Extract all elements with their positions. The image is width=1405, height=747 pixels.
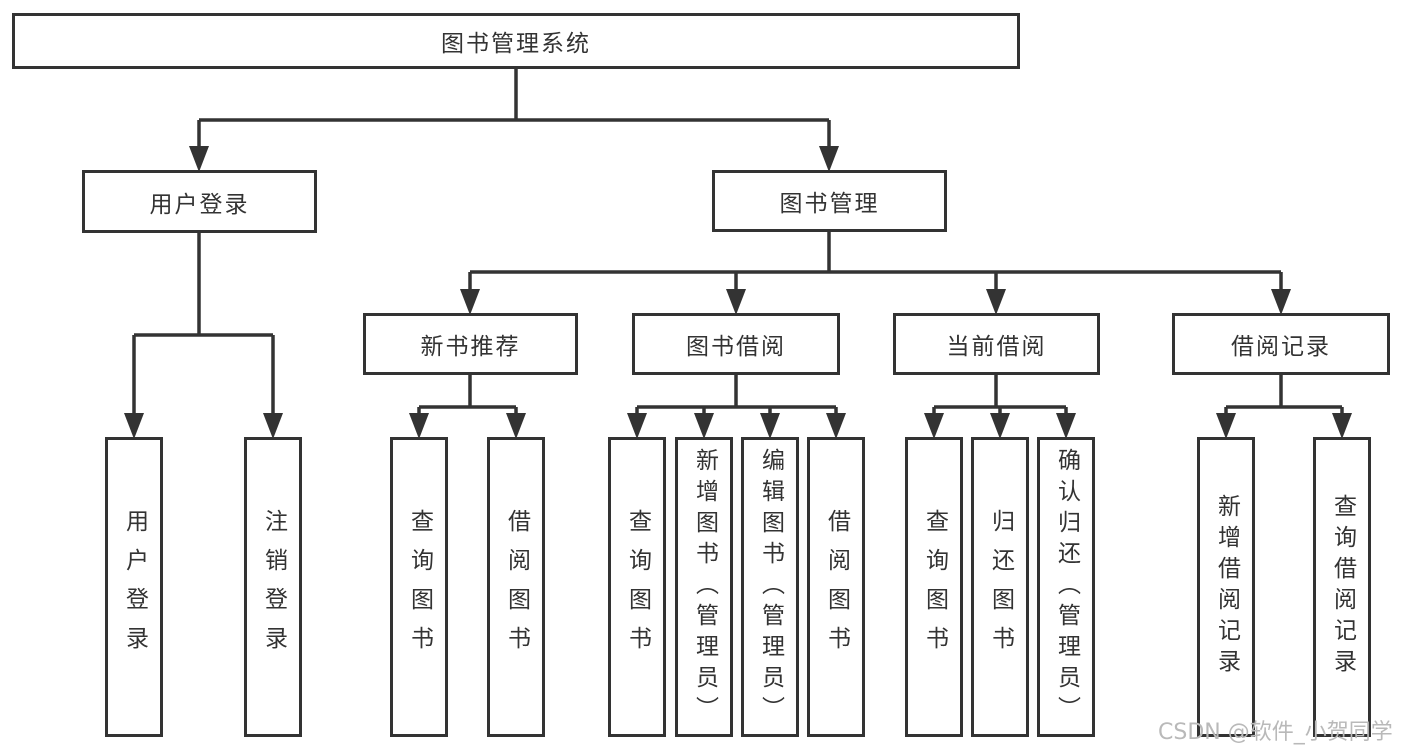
node-user-login-leaf: 用户登录: [105, 437, 163, 737]
node-borrow-books-recommend: 借阅图书: [487, 437, 545, 737]
node-borrow-records-label: 借阅记录: [1231, 334, 1331, 360]
node-borrow-books-leaf: 借阅图书: [807, 437, 865, 737]
node-return-books-label: 归还图书: [987, 509, 1014, 665]
connector-current-borrow-branch: [924, 375, 1076, 439]
connector-borrow-records-branch: [1216, 375, 1352, 439]
node-query-books-borrow: 查询图书: [608, 437, 666, 737]
node-logout-leaf: 注销登录: [244, 437, 302, 737]
node-new-book-recommend: 新书推荐: [363, 313, 578, 375]
node-add-books-admin-label: 新增图书（管理员）: [691, 447, 718, 727]
node-query-books-recommend-label: 查询图书: [406, 509, 433, 665]
node-user-login-label: 用户登录: [149, 191, 250, 218]
node-current-borrow-label: 当前借阅: [946, 334, 1047, 360]
node-add-books-admin: 新增图书（管理员）: [675, 437, 733, 737]
connector-new-book-recommend-branch: [409, 375, 526, 439]
node-book-management: 图书管理: [712, 170, 947, 232]
node-borrow-books-recommend-label: 借阅图书: [503, 509, 530, 665]
node-query-borrow-record: 查询借阅记录: [1313, 437, 1371, 737]
node-query-books-current-label: 查询图书: [921, 509, 948, 665]
connector-book-management-branch: [460, 232, 1291, 315]
node-book-borrow-label: 图书借阅: [686, 334, 786, 360]
node-library-system: 图书管理系统: [12, 13, 1020, 69]
node-query-books-current: 查询图书: [905, 437, 963, 737]
connector-root-to-level2: [189, 69, 839, 172]
node-add-borrow-record-label: 新增借阅记录: [1213, 494, 1240, 680]
node-logout-leaf-label: 注销登录: [260, 509, 287, 665]
node-user-login: 用户登录: [82, 170, 317, 233]
node-query-books-borrow-label: 查询图书: [624, 509, 651, 665]
node-return-books: 归还图书: [971, 437, 1029, 737]
node-current-borrow: 当前借阅: [893, 313, 1100, 375]
node-query-borrow-record-label: 查询借阅记录: [1329, 494, 1356, 680]
node-edit-books-admin: 编辑图书（管理员）: [741, 437, 799, 737]
node-query-books-recommend: 查询图书: [390, 437, 448, 737]
node-borrow-records: 借阅记录: [1172, 313, 1390, 375]
node-book-management-label: 图书管理: [779, 191, 880, 217]
watermark: CSDN @软件_小贺同学: [1158, 720, 1393, 745]
node-book-borrow: 图书借阅: [632, 313, 840, 375]
node-library-system-label: 图书管理系统: [441, 31, 591, 57]
node-new-book-recommend-label: 新书推荐: [420, 334, 521, 360]
connector-book-borrow-branch: [627, 375, 846, 439]
node-borrow-books-leaf-label: 借阅图书: [823, 509, 850, 665]
node-add-borrow-record: 新增借阅记录: [1197, 437, 1255, 737]
node-confirm-return-admin-label: 确认归还（管理员）: [1053, 447, 1080, 727]
node-user-login-leaf-label: 用户登录: [121, 509, 148, 665]
node-confirm-return-admin: 确认归还（管理员）: [1037, 437, 1095, 737]
connector-user-login-branch: [124, 232, 283, 439]
node-edit-books-admin-label: 编辑图书（管理员）: [757, 447, 784, 727]
